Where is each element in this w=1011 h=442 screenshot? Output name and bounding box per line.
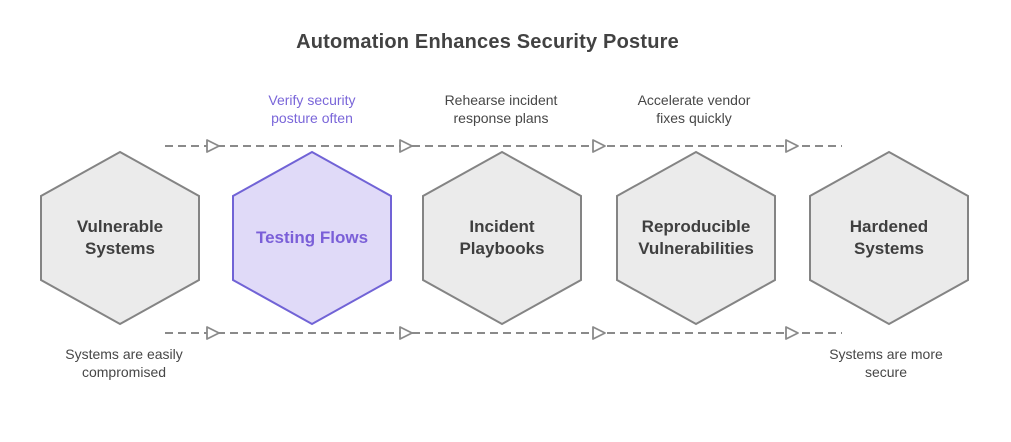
- arrowhead-right-icon: [785, 326, 799, 340]
- node-label-reproducible-vulnerabilities: Reproducible Vulnerabilities: [638, 216, 754, 258]
- hexagon-incident-playbooks: [422, 150, 582, 326]
- arrowhead-right-icon: [399, 326, 413, 340]
- hexagon-reproducible-vulnerabilities: [616, 150, 776, 326]
- arrowhead-right-icon: [592, 139, 606, 153]
- node-label-hardened-systems: Hardened Systems: [849, 216, 929, 258]
- hexagon-vulnerable-systems: [40, 150, 200, 326]
- arrowhead-right-icon: [206, 326, 220, 340]
- annotation-accelerate-vendor-fixes: Accelerate vendor fixes quickly: [637, 92, 751, 127]
- node-label-testing-flows: Testing Flows: [255, 227, 369, 247]
- annotation-systems-easily-compromised: Systems are easily compromised: [65, 346, 183, 381]
- node-label-vulnerable-systems: Vulnerable Systems: [76, 216, 164, 258]
- annotation-verify-security-posture: Verify security posture often: [268, 92, 356, 127]
- arrowhead-right-icon: [399, 139, 413, 153]
- hexagon-hardened-systems: [809, 150, 969, 326]
- annotation-systems-more-secure: Systems are more secure: [829, 346, 943, 381]
- node-label-incident-playbooks: Incident Playbooks: [459, 216, 545, 258]
- arrowhead-right-icon: [785, 139, 799, 153]
- hexagon-testing-flows: [232, 150, 392, 326]
- annotation-rehearse-incident-response: Rehearse incident response plans: [444, 92, 558, 127]
- page-title: Automation Enhances Security Posture: [296, 31, 679, 53]
- arrowhead-right-icon: [592, 326, 606, 340]
- arrowhead-right-icon: [206, 139, 220, 153]
